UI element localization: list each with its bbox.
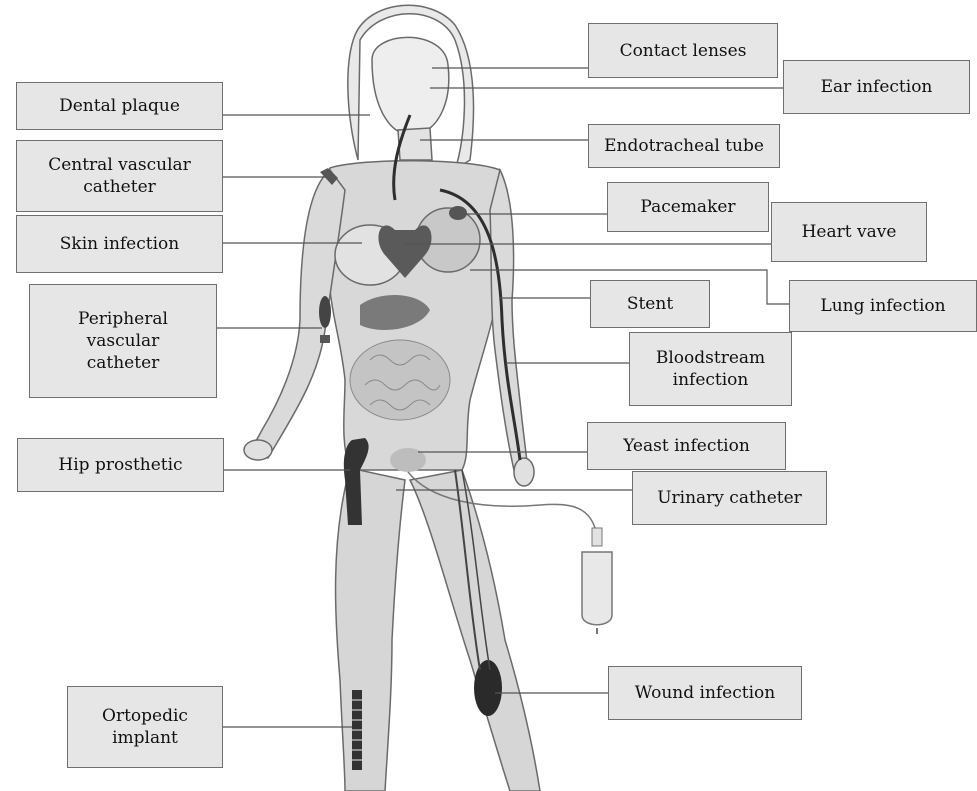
label-hip-prosthetic: Hip prosthetic: [17, 438, 224, 492]
left-hand: [244, 440, 272, 460]
label-lung-infection: Lung infection: [789, 280, 977, 332]
pacemaker-device: [449, 206, 467, 220]
label-heart-valve: Heart vave: [771, 202, 927, 262]
label-dental-plaque: Dental plaque: [16, 82, 223, 130]
label-central-vascular-catheter: Central vascular catheter: [16, 140, 223, 212]
label-ear-infection: Ear infection: [783, 60, 970, 114]
label-yeast-infection: Yeast infection: [587, 422, 786, 470]
intestines: [350, 340, 450, 420]
label-endotracheal-tube: Endotracheal tube: [588, 124, 780, 168]
wound-area: [474, 660, 502, 716]
left-leg: [336, 468, 405, 791]
label-wound-infection: Wound infection: [608, 666, 802, 720]
right-arm: [490, 170, 528, 475]
label-skin-infection: Skin infection: [16, 215, 223, 273]
right-hand: [514, 458, 534, 486]
label-pacemaker: Pacemaker: [607, 182, 769, 232]
label-urinary-catheter: Urinary catheter: [632, 471, 827, 525]
label-contact-lenses: Contact lenses: [588, 23, 778, 78]
label-peripheral-vascular-catheter: Peripheral vascular catheter: [29, 284, 217, 398]
head: [372, 37, 449, 135]
label-bloodstream-infection: Bloodstream infection: [629, 332, 792, 406]
peripheral-catheter-device: [319, 296, 331, 328]
label-stent: Stent: [590, 280, 710, 328]
label-ortopedic-implant: Ortopedic implant: [67, 686, 223, 768]
urine-bag: [582, 528, 612, 634]
